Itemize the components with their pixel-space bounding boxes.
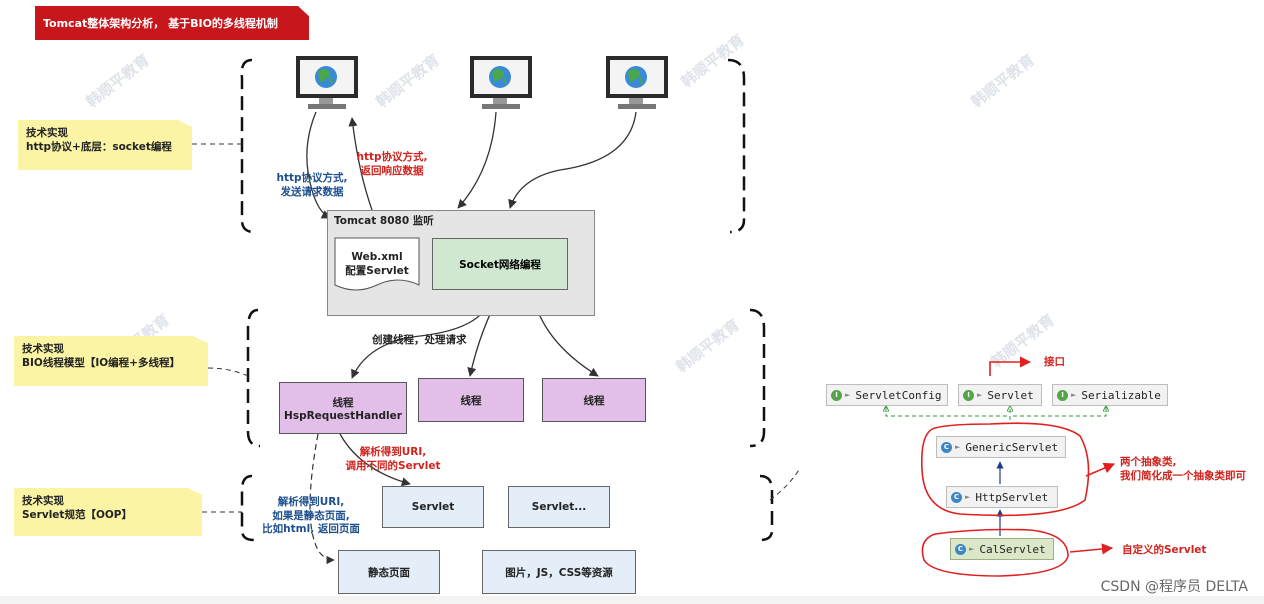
computer-icon: [606, 56, 668, 109]
tomcat-title: Tomcat 8080 监听: [334, 215, 434, 227]
socket-box: Socket网络编程: [432, 238, 568, 290]
note-label: 技术实现: [22, 343, 64, 355]
label-line: 发送请求数据: [280, 185, 344, 198]
bottom-bar: [0, 596, 1264, 604]
note-http-socket: 技术实现 http协议+底层：socket编程: [18, 120, 192, 170]
uml-label: Serializable: [1081, 388, 1161, 402]
note-bio-thread: 技术实现 BIO线程模型【IO编程+多线程】: [14, 336, 208, 386]
servlet-box: Servlet: [382, 486, 484, 528]
webxml-label: Web.xml 配置Servlet: [334, 251, 420, 278]
note-text: http协议+底层：socket编程: [26, 141, 172, 154]
class-icon: C: [951, 491, 962, 503]
footer-credit: CSDN @程序员 DELTA: [1100, 579, 1248, 595]
label-line: 调用不同的Servlet: [345, 459, 441, 472]
visibility-icon: ►: [969, 545, 975, 553]
thread-label: 线程: [583, 394, 605, 407]
thread-label: 线程: [460, 394, 482, 407]
note-label: 技术实现: [22, 495, 64, 507]
uml-label: ServletConfig: [855, 388, 942, 402]
label-line: 解析得到URI,: [277, 496, 345, 508]
note-servlet-spec: 技术实现 Servlet规范【OOP】: [14, 488, 202, 536]
uml-label: GenericServlet: [965, 440, 1059, 454]
label-line: http协议方式,: [356, 151, 428, 163]
uml-genericservlet: C► GenericServlet: [936, 436, 1066, 458]
thread-box: 线程: [542, 378, 646, 422]
uml-httpservlet: C► HttpServlet: [946, 486, 1058, 508]
computer-icon: [470, 56, 532, 109]
uml-label: HttpServlet: [975, 490, 1049, 504]
label-line: http协议方式,: [276, 172, 348, 184]
interface-icon: I: [831, 389, 842, 401]
label-line: 如果是静态页面,: [272, 509, 350, 522]
computer-icon: [296, 56, 358, 109]
annotation-custom: 自定义的Servlet: [1122, 544, 1207, 556]
note-text: Servlet规范【OOP】: [22, 509, 132, 522]
class-icon: C: [941, 441, 952, 453]
visibility-icon: ►: [977, 391, 983, 399]
thread-request-handler: 线程 HspRequestHandler: [279, 382, 407, 434]
static-page-box: 静态页面: [338, 550, 440, 594]
uml-calservlet: C► CalServlet: [950, 538, 1054, 560]
servlet-box-more: Servlet...: [508, 486, 610, 528]
label-parse-uri: 解析得到URI, 调用不同的Servlet: [338, 446, 448, 473]
label-line: 返回响应数据: [360, 164, 424, 177]
visibility-icon: ►: [845, 391, 851, 399]
thread-label: 线程: [332, 396, 354, 409]
visibility-icon: ►: [955, 443, 961, 451]
label-static-page: 解析得到URI, 如果是静态页面, 比如html, 返回页面: [256, 496, 366, 537]
note-label: 技术实现: [26, 127, 68, 139]
uml-serializable: I► Serializable: [1052, 384, 1168, 406]
thread-label: HspRequestHandler: [284, 409, 402, 422]
thread-box: 线程: [418, 378, 524, 422]
title-banner: Tomcat整体架构分析， 基于BIO的多线程机制: [35, 6, 309, 40]
uml-servletconfig: I► ServletConfig: [826, 384, 948, 406]
section-brackets: [240, 58, 774, 542]
label-return-response: http协议方式, 返回响应数据: [342, 151, 442, 178]
annotation-abstract: 两个抽象类, 我们简化成一个抽象类即可: [1120, 456, 1246, 483]
visibility-icon: ►: [1071, 391, 1077, 399]
annotation-line: 我们简化成一个抽象类即可: [1120, 469, 1246, 482]
annotation-line: 两个抽象类,: [1120, 456, 1177, 468]
class-icon: C: [955, 543, 966, 555]
label-line: 解析得到URI,: [359, 446, 427, 458]
label-send-request: http协议方式, 发送请求数据: [262, 172, 362, 199]
interface-icon: I: [963, 389, 974, 401]
label-line: 比如html, 返回页面: [262, 523, 360, 536]
note-text: BIO线程模型【IO编程+多线程】: [22, 357, 180, 370]
resources-box: 图片，JS，CSS等资源: [482, 550, 636, 594]
webxml-document: [334, 237, 420, 291]
visibility-icon: ►: [965, 493, 971, 501]
interface-icon: I: [1057, 389, 1068, 401]
webxml-line: 配置Servlet: [345, 264, 409, 277]
label-create-thread: 创建线程，处理请求: [372, 334, 467, 346]
webxml-line: Web.xml: [351, 251, 403, 263]
uml-label: Servlet: [987, 388, 1034, 402]
annotation-interface: 接口: [1044, 356, 1065, 368]
uml-label: CalServlet: [979, 542, 1046, 556]
uml-servlet: I► Servlet: [958, 384, 1042, 406]
